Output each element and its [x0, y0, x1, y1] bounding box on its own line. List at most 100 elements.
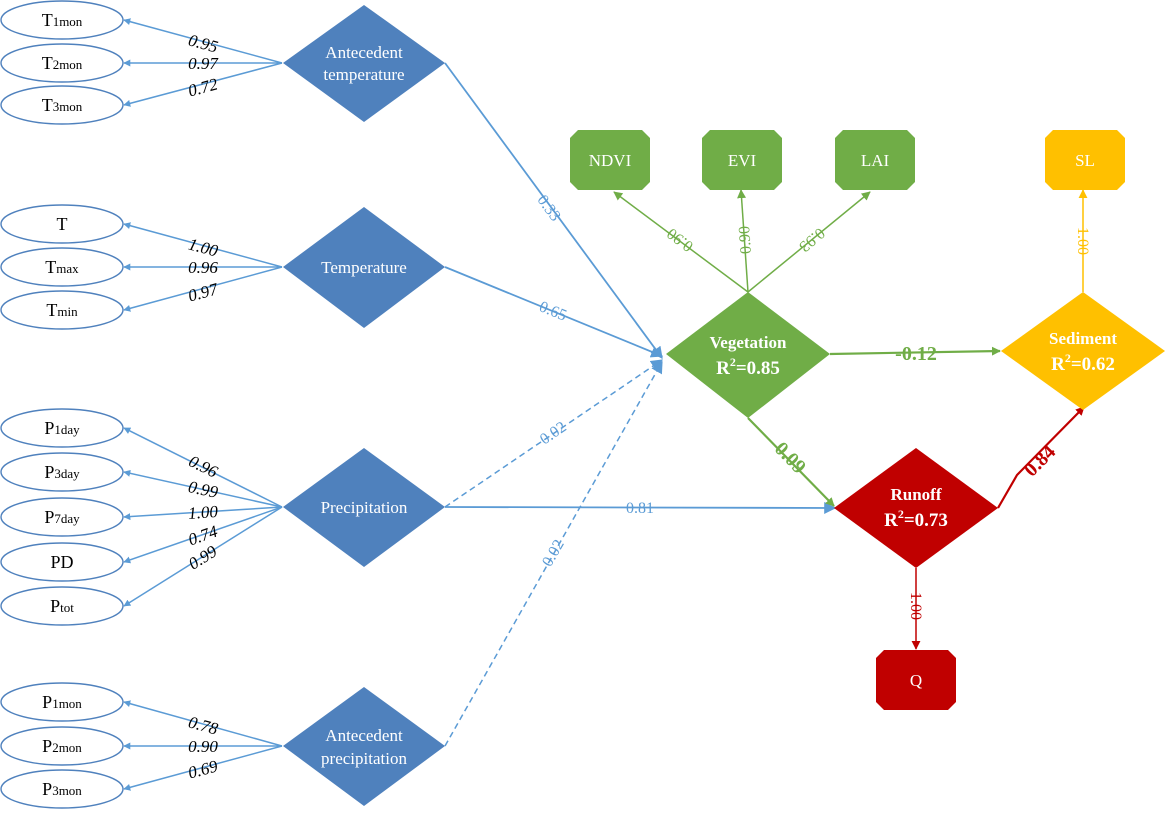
evi-label: EVI [728, 151, 757, 170]
loading-value-t: 1.00 [186, 234, 220, 260]
coef-vegetation-runoff: 0.09 [770, 438, 810, 478]
antecedent-temperature-construct: Antecedent temperature [283, 5, 445, 122]
ndvi-box [570, 130, 650, 190]
indicator-p3mon [0, 769, 124, 809]
loading-value-t1mon: 0.95 [186, 30, 220, 56]
temperature-label: Temperature [321, 258, 407, 277]
vegetation-r2: R2=0.85 [716, 355, 780, 379]
loading-value-p3day: 0.99 [187, 477, 221, 502]
coef-vegetation-sediment: -0.12 [895, 343, 937, 365]
evi-box [702, 130, 782, 190]
indicator-label-t1mon: T1mon [42, 10, 83, 30]
temperature-construct: Temperature [283, 207, 445, 328]
indicator-t [0, 204, 124, 244]
loading-arrow-p1day [123, 427, 283, 508]
antecedent-precipitation-label-line1: Antecedent [325, 726, 403, 745]
indicator-t1mon [0, 0, 124, 40]
coef-runoff-sediment: 0.84 [1020, 441, 1060, 481]
indicator-t2mon [0, 43, 124, 83]
indicator-p7day [0, 497, 124, 537]
sl-label: SL [1075, 151, 1095, 170]
indicator-label-p3mon: P3mon [42, 779, 82, 799]
sediment-label: Sediment [1049, 329, 1117, 348]
path-vegetation-runoff [747, 417, 835, 507]
q-observed: Q [876, 650, 956, 710]
runoff-label: Runoff [890, 485, 941, 504]
coef-sediment-sl: 1.00 [1074, 227, 1091, 255]
path-antecedent-temperature-vegetation [444, 62, 663, 359]
loading-value-p3mon: 0.69 [186, 756, 220, 782]
runoff-diamond [834, 448, 998, 568]
sediment-r2: R2=0.62 [1051, 351, 1115, 375]
antecedent-precipitation-diamond [283, 687, 445, 806]
precipitation-diamond [283, 448, 445, 567]
vegetation-diamond [666, 292, 830, 418]
lai-label: LAI [861, 151, 890, 170]
left-loading-values: 0.95 0.97 0.72 1.00 0.96 0.97 0.96 0.99 … [185, 30, 221, 782]
loading-arrow-tmin [123, 266, 283, 312]
precipitation-construct: Precipitation [283, 448, 445, 567]
sl-observed: SL [1045, 130, 1125, 190]
loading-arrow-t3mon [123, 62, 283, 107]
vegetation-construct: Vegetation R2=0.85 [666, 292, 830, 418]
sediment-construct: Sediment R2=0.62 [1001, 292, 1165, 410]
indicator-p2mon [0, 726, 124, 766]
path-vegetation-ndvi [613, 191, 749, 293]
indicator-label-p1day: P1day [44, 418, 80, 438]
coef-precipitation-runoff: 0.81 [626, 500, 654, 517]
q-box [876, 650, 956, 710]
antecedent-temperature-label-line2: temperature [323, 65, 404, 84]
coef-temperature-vegetation: 0.65 [537, 298, 569, 324]
indicator-tmin [0, 290, 124, 330]
indicator-label-tmax: Tmax [45, 257, 79, 277]
temperature-diamond [283, 207, 445, 328]
loading-value-p7day: 1.00 [187, 502, 219, 523]
indicator-label-t3mon: T3mon [42, 95, 83, 115]
indicator-ellipses [0, 0, 124, 809]
loading-value-p1mon: 0.78 [186, 712, 220, 738]
loading-value-tmin: 0.97 [186, 279, 221, 305]
indicator-t3mon [0, 85, 124, 125]
indicator-tmax [0, 247, 124, 287]
coef-precipitation-vegetation: 0.02 [537, 419, 570, 449]
path-precipitation-runoff [444, 501, 837, 514]
loading-value-p2mon: 0.90 [188, 737, 218, 756]
antecedent-temperature-diamond [283, 5, 445, 122]
sediment-diamond [1001, 292, 1165, 410]
indicator-labels: T1mon T2mon T3mon T Tmax Tmin P1day P3da… [42, 10, 83, 799]
precipitation-label: Precipitation [321, 498, 408, 517]
path-antecedent-precipitation-vegetation [444, 360, 663, 747]
loading-arrow-p3mon [123, 745, 283, 791]
indicator-label-t2mon: T2mon [42, 53, 83, 73]
path-vegetation-evi [737, 189, 749, 293]
q-label: Q [910, 671, 922, 690]
path-vegetation-lai [747, 191, 871, 293]
loading-arrow-ptot [123, 506, 283, 607]
indicator-label-p7day: P7day [44, 507, 80, 527]
path-runoff-sediment [997, 406, 1085, 509]
antecedent-precipitation-loadings [123, 700, 283, 791]
loading-arrow-p1mon [123, 700, 283, 747]
antecedent-temperature-loadings [123, 18, 283, 107]
lai-observed: LAI [835, 130, 915, 190]
indicator-label-pd: PD [50, 552, 73, 572]
loading-value-tmax: 0.96 [188, 258, 218, 277]
path-temperature-vegetation [444, 266, 664, 358]
runoff-construct: Runoff R2=0.73 [834, 448, 998, 568]
vegetation-label: Vegetation [710, 333, 787, 352]
indicator-label-p2mon: P2mon [42, 736, 82, 756]
antecedent-temperature-label-line1: Antecedent [325, 43, 403, 62]
evi-observed: EVI [702, 130, 782, 190]
antecedent-precipitation-construct: Antecedent precipitation [283, 687, 445, 806]
indicator-pd [0, 542, 124, 582]
indicator-label-p3day: P3day [44, 462, 80, 482]
loading-arrow-p3day [123, 469, 283, 508]
indicator-label-ptot: Ptot [50, 596, 74, 616]
runoff-r2: R2=0.73 [884, 507, 948, 531]
indicator-p1mon [0, 682, 124, 722]
loading-arrow-p7day [123, 506, 283, 521]
sl-box [1045, 130, 1125, 190]
indicator-label-t: T [57, 214, 68, 234]
coef-vegetation-evi: 0.90 [736, 225, 755, 254]
